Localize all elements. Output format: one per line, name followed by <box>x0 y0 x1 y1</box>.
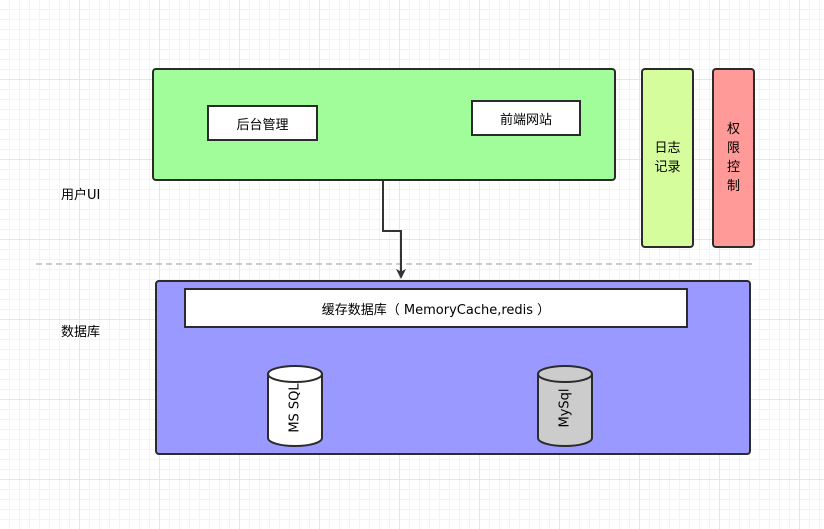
db-layer-label: 数据库 <box>61 325 101 340</box>
permission-char: 权 <box>726 122 740 137</box>
ui-layer-label: 用户UI <box>61 188 101 203</box>
log-label-line1: 日志 <box>654 141 681 156</box>
admin-node: 后台管理 <box>207 105 318 141</box>
permission-char: 制 <box>726 179 740 194</box>
permission-box: 权 限 控 制 <box>712 68 755 248</box>
cache-db-node: 缓存数据库（ MemoryCache,redis ） <box>184 288 688 328</box>
mssql-label: MS SQL <box>288 383 303 433</box>
frontend-node-label: 前端网站 <box>499 112 552 128</box>
permission-char: 限 <box>726 141 740 156</box>
mysql-label: MySql <box>558 388 573 427</box>
log-box: 日志 记录 <box>641 68 694 248</box>
cache-db-label: 缓存数据库（ MemoryCache,redis ） <box>321 302 551 318</box>
frontend-node: 前端网站 <box>471 100 581 136</box>
permission-char: 控 <box>726 160 740 175</box>
ui-to-db-arrow <box>382 181 406 279</box>
mysql-cylinder: MySql <box>537 365 593 447</box>
log-label-line2: 记录 <box>654 160 681 175</box>
mssql-cylinder: MS SQL <box>267 365 323 447</box>
admin-node-label: 后台管理 <box>236 117 289 133</box>
